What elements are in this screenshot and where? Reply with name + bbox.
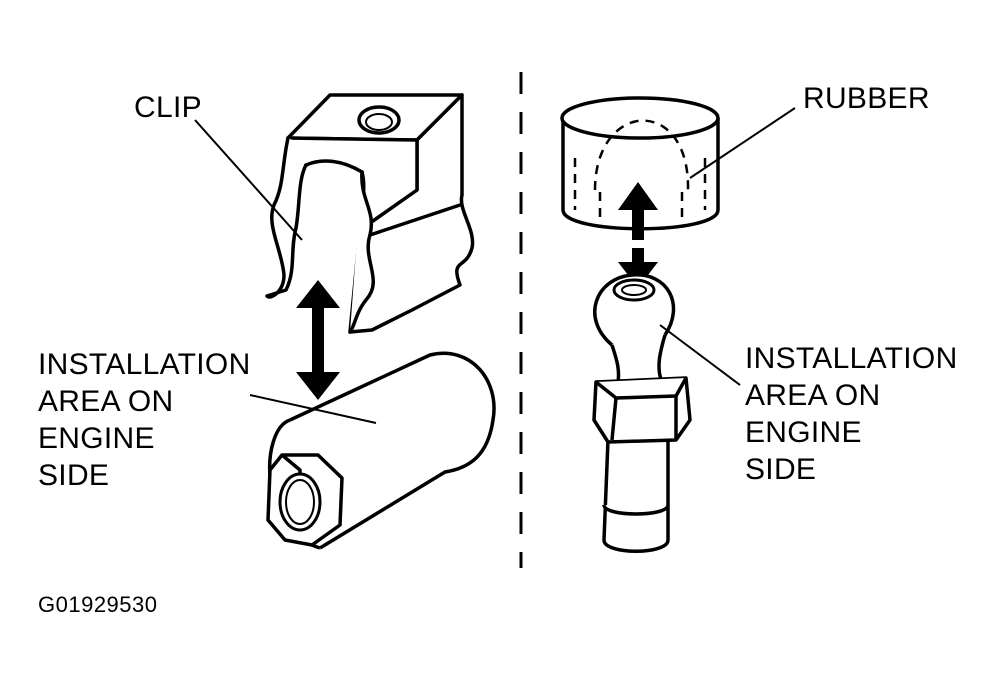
- rubber-part: [560, 96, 720, 231]
- figure-code: G01929530: [38, 592, 158, 617]
- down-arrow: [618, 248, 658, 288]
- up-arrow: [618, 182, 658, 240]
- rubber-label: RUBBER: [803, 82, 930, 115]
- hex-nut-right: [592, 376, 692, 444]
- clip-part: [265, 93, 475, 334]
- left-installation-leader: [249, 394, 377, 424]
- right-installation-label: INSTALLATION AREA ON ENGINE SIDE: [745, 342, 958, 486]
- ball-stud: [593, 273, 676, 553]
- rubber-leader-line: [689, 107, 796, 179]
- right-installation-leader: [659, 324, 741, 386]
- left-installation-label: INSTALLATION AREA ON ENGINE SIDE: [38, 348, 251, 492]
- left-double-arrow: [296, 280, 340, 400]
- clip-label: CLIP: [134, 91, 202, 124]
- rubber-hidden-socket: [573, 119, 707, 224]
- clip-leader-line: [194, 119, 303, 241]
